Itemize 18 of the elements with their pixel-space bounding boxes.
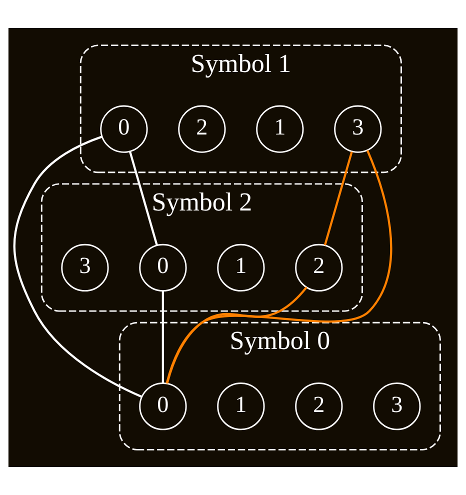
node-circle: 1 [217,244,265,292]
node-circle: 3 [373,382,421,430]
node-circle: 3 [61,244,109,292]
connector [166,150,392,384]
node-circle: 1 [217,382,265,430]
connector [324,151,353,246]
node-circle: 3 [334,105,382,153]
node-circle: 0 [100,105,148,153]
connector [13,136,142,398]
node-circle: 1 [256,105,304,153]
node-circle: 0 [139,244,187,292]
node-circle: 2 [295,382,343,430]
node-circle: 2 [178,105,226,153]
node-circle: 0 [139,382,187,430]
connector [162,290,164,384]
connector [166,286,308,384]
connector [129,151,158,246]
node-circle: 2 [295,244,343,292]
